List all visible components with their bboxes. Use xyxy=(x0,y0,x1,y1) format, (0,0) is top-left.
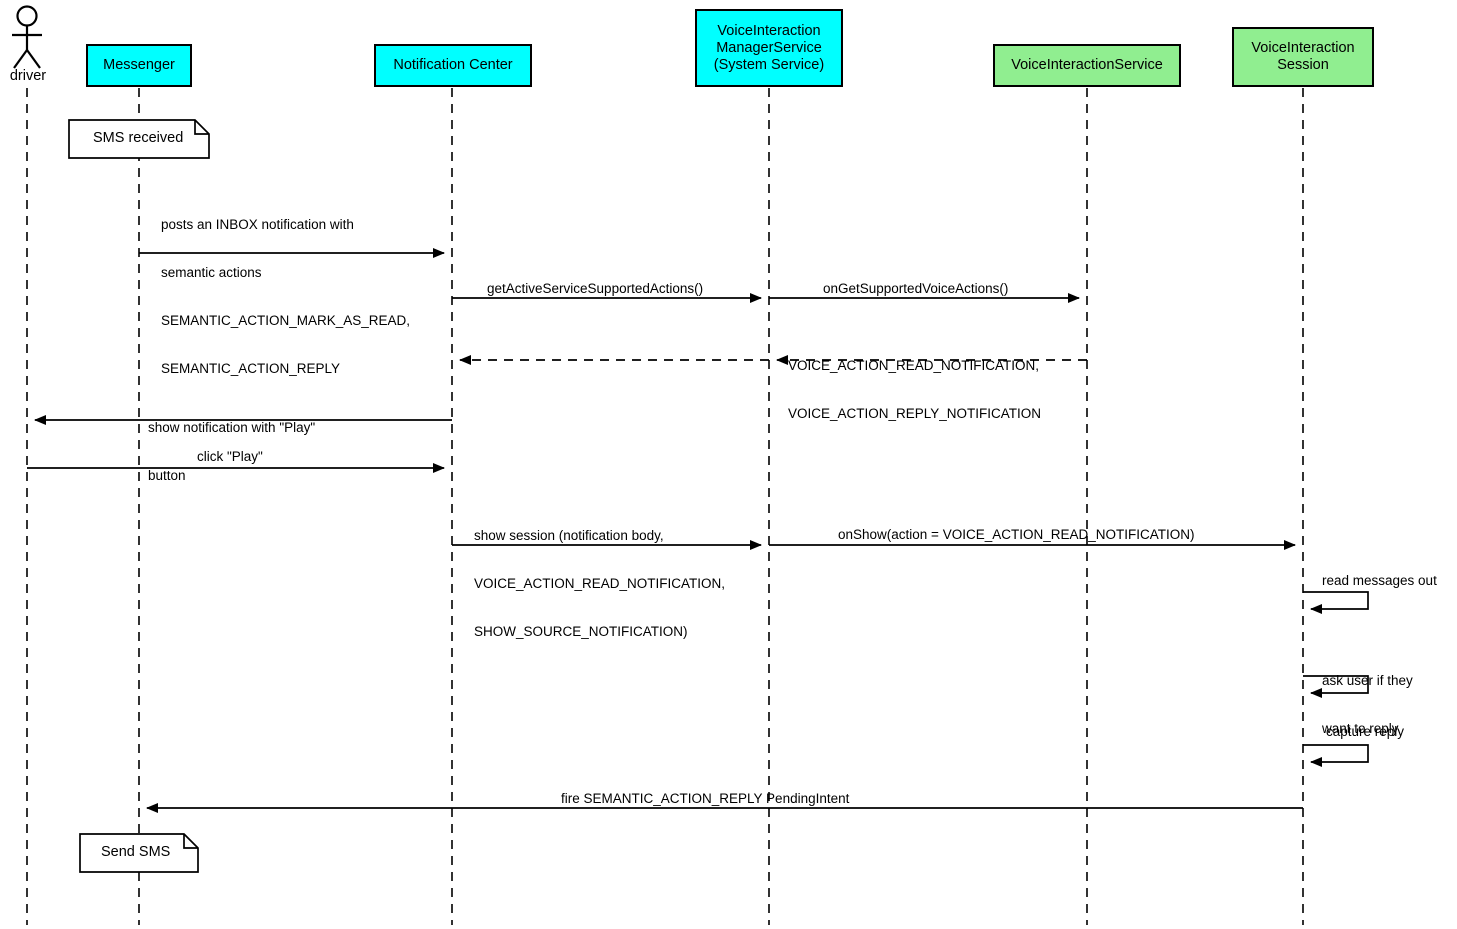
self-call-ask-user-if-they-want-to-reply xyxy=(1303,675,1369,698)
message-label-return-voice-actions-line2: VOICE_ACTION_REPLY_NOTIFICATION xyxy=(788,406,1042,421)
message-label-show-session-line2: VOICE_ACTION_READ_NOTIFICATION, xyxy=(474,576,726,591)
participant-box-messenger[interactable]: Messenger xyxy=(86,44,192,87)
message-label-post-inbox-line3: SEMANTIC_ACTION_MARK_AS_READ, xyxy=(161,313,411,328)
self-call-capture-reply xyxy=(1303,744,1369,767)
message-label-show-session-line3: SHOW_SOURCE_NOTIFICATION) xyxy=(474,624,688,639)
note-sms-received-fold xyxy=(194,120,209,135)
message-label-show-session-line1: show session (notification body, xyxy=(474,528,664,543)
participant-label-voice-interaction-service: VoiceInteractionService xyxy=(1011,57,1163,73)
note-sms-received-shape xyxy=(68,119,210,159)
participant-label-notification-center: Notification Center xyxy=(393,57,513,73)
message-label-click-play: click "Play" xyxy=(197,449,263,464)
message-label-return-voice-actions: VOICE_ACTION_READ_NOTIFICATION, VOICE_AC… xyxy=(788,326,1041,454)
participant-label-vims-line1: VoiceInteraction xyxy=(717,22,821,39)
note-shapes-group xyxy=(68,119,210,873)
note-send-sms-fold xyxy=(183,834,198,849)
participant-label-session-line2: Session xyxy=(1277,57,1329,73)
note-label-send-sms: Send SMS xyxy=(101,844,171,860)
participant-label-vims-line3: (System Service) xyxy=(713,56,825,73)
self-message-label-ask-user-line2: want to reply xyxy=(1322,721,1399,736)
message-label-show-session: show session (notification body, VOICE_A… xyxy=(474,496,725,672)
message-label-on-get-supported-voice-actions: onGetSupportedVoiceActions() xyxy=(823,281,1009,296)
message-label-post-inbox-line1: posts an INBOX notification with xyxy=(161,217,354,232)
message-label-show-notification-line1: show notification with "Play" xyxy=(148,420,316,435)
message-label-post-inbox-notification: posts an INBOX notification with semanti… xyxy=(161,185,410,409)
self-call-loops-group xyxy=(1303,591,1369,767)
participant-label-session-line1: VoiceInteraction xyxy=(1251,40,1355,56)
participant-box-voice-interaction-manager-service[interactable]: VoiceInteraction ManagerService (System … xyxy=(695,9,843,87)
message-label-on-show-action: onShow(action = VOICE_ACTION_READ_NOTIFI… xyxy=(838,527,1195,542)
note-send-sms-shape xyxy=(79,833,199,873)
message-label-show-notification-line2: button xyxy=(148,468,186,483)
note-label-sms-received: SMS received xyxy=(93,130,184,146)
message-label-post-inbox-line2: semantic actions xyxy=(161,265,262,280)
participant-box-voice-interaction-session[interactable]: VoiceInteraction Session xyxy=(1232,27,1374,87)
participant-box-voice-interaction-service[interactable]: VoiceInteractionService xyxy=(993,44,1181,87)
message-label-post-inbox-line4: SEMANTIC_ACTION_REPLY xyxy=(161,361,341,376)
message-arrows-group xyxy=(27,248,1303,813)
message-label-fire-semantic-action-reply-pending-intent: fire SEMANTIC_ACTION_REPLY PendingIntent xyxy=(561,791,850,806)
message-label-show-notification-with-play-button: show notification with "Play" button xyxy=(148,388,315,516)
self-message-label-read-messages-out: read messages out xyxy=(1322,573,1437,588)
self-message-label-ask-user-if-they-want-to-reply: ask user if they want to reply xyxy=(1322,641,1413,769)
actor-driver-figure xyxy=(12,5,42,69)
self-call-read-messages-out xyxy=(1303,591,1369,614)
participant-label-vims-line2: ManagerService xyxy=(716,39,822,56)
participant-box-notification-center[interactable]: Notification Center xyxy=(374,44,532,87)
actor-driver-label: driver xyxy=(9,68,47,84)
message-label-get-active-service-supported-actions: getActiveServiceSupportedActions() xyxy=(487,281,704,296)
participant-label-messenger: Messenger xyxy=(103,57,175,73)
lifelines-group xyxy=(26,88,1304,925)
self-message-label-ask-user-line1: ask user if they xyxy=(1322,673,1413,688)
message-label-return-voice-actions-line1: VOICE_ACTION_READ_NOTIFICATION, xyxy=(788,358,1040,373)
self-message-label-capture-reply: capture reply xyxy=(1326,724,1405,739)
